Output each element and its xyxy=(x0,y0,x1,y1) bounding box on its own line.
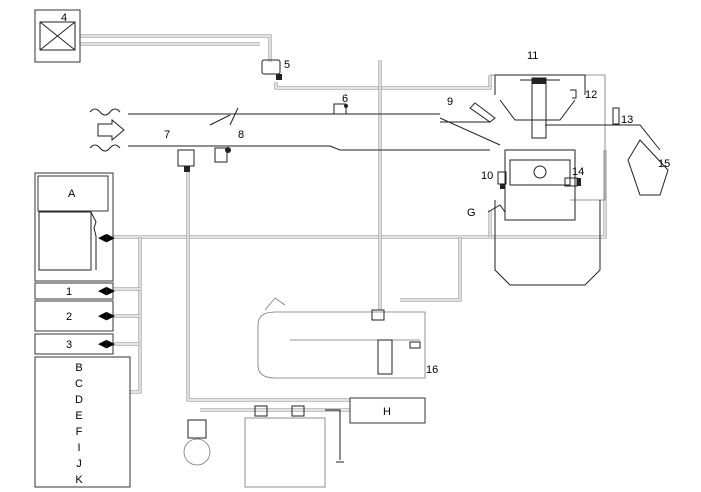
purge-valve xyxy=(333,103,348,115)
air-filter xyxy=(34,9,81,63)
callout-11: 11 xyxy=(527,50,538,62)
bidirectional-arrow-icon: ◀▶ xyxy=(98,338,115,350)
module-2-box xyxy=(34,300,114,332)
sensor-item: B xyxy=(75,362,82,374)
callout-8: 8 xyxy=(238,129,244,141)
bidirectional-arrow-icon: ◀▶ xyxy=(98,285,115,297)
callout-10: 10 xyxy=(481,170,493,182)
engine-cross-section xyxy=(439,74,669,286)
module-3-label: 3 xyxy=(66,339,72,351)
callout-5: 5 xyxy=(284,59,290,71)
module-3-box xyxy=(34,333,114,355)
ecu-block xyxy=(34,172,114,282)
callout-15: 15 xyxy=(658,158,670,170)
callout-16: 16 xyxy=(426,364,438,376)
sensor-item: E xyxy=(75,410,82,422)
sensor-item: F xyxy=(76,426,83,438)
sensor-list: B C D E F I J K xyxy=(75,362,83,486)
bidirectional-arrow-icon: ◀▶ xyxy=(98,232,115,244)
callout-13: 13 xyxy=(621,114,633,126)
sensor-item: J xyxy=(76,458,82,470)
sensor-item: D xyxy=(75,394,83,406)
module-1-box xyxy=(34,282,114,300)
map-sensor xyxy=(261,59,282,80)
sensor-item: K xyxy=(75,474,83,486)
sensor-list-box xyxy=(34,356,131,488)
h-box xyxy=(349,397,426,424)
h-label: H xyxy=(383,406,391,418)
fuel-tank xyxy=(257,297,426,379)
callout-G: G xyxy=(467,207,476,219)
callout-12: 12 xyxy=(585,89,597,101)
callout-6: 6 xyxy=(342,93,348,105)
callout-4: 4 xyxy=(61,12,67,24)
callout-14: 14 xyxy=(572,166,584,178)
battery xyxy=(244,405,344,488)
ecu-label: A xyxy=(68,188,76,200)
intake-duct xyxy=(89,107,490,152)
throttle-body xyxy=(177,147,231,172)
starter xyxy=(183,419,211,466)
callout-9: 9 xyxy=(447,96,453,108)
sensor-item: I xyxy=(77,442,80,454)
sensor-item: C xyxy=(75,378,83,390)
module-1-label: 1 xyxy=(66,286,72,298)
wiring-harness xyxy=(80,34,607,412)
module-2-label: 2 xyxy=(66,311,72,323)
bidirectional-arrow-icon: ◀▶ xyxy=(98,310,115,322)
callout-7: 7 xyxy=(164,129,170,141)
